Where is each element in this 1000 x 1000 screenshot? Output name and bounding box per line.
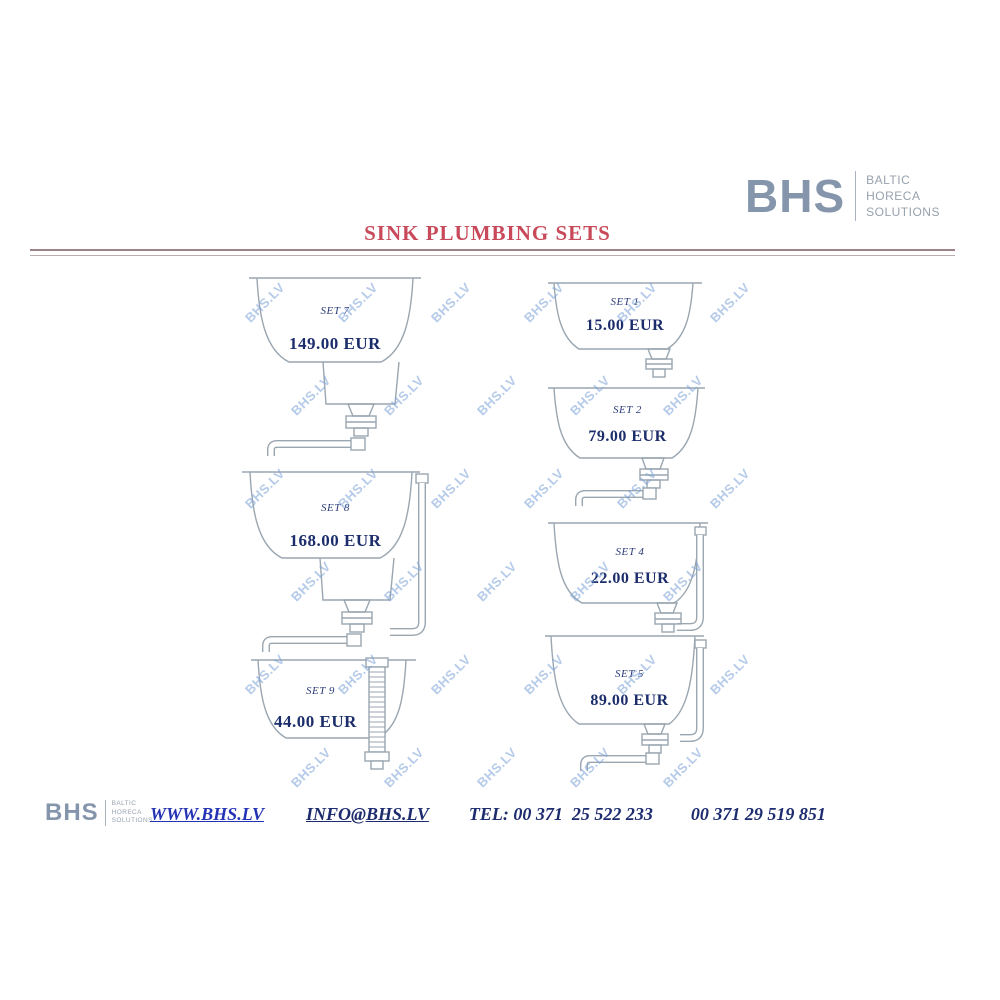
watermark-text: BHS.LV — [427, 279, 474, 326]
phone-number-2: 00 371 29 519 851 — [690, 804, 826, 824]
product-card-set5: SET 5 89.00 EUR — [542, 628, 717, 776]
set-label: SET 9 — [306, 685, 335, 697]
product-card-set1: SET 1 15.00 EUR — [545, 275, 705, 380]
header-logo: BHS BALTIC HORECA SOLUTIONS — [745, 168, 940, 224]
logo-tagline-line: HORECA — [111, 808, 142, 816]
price-label: 168.00 EUR — [289, 531, 382, 550]
watermark-text: BHS.LV — [427, 465, 474, 512]
page-title: SINK PLUMBING SETS — [364, 221, 611, 245]
sink-drawing-set2 — [548, 387, 705, 506]
sink-drawing-set1 — [548, 282, 702, 378]
price-label: 89.00 EUR — [590, 692, 669, 709]
email-link[interactable]: INFO@BHS.LV — [306, 804, 429, 824]
set-label: SET 7 — [320, 305, 350, 317]
logo-tagline-line: HORECA — [866, 188, 921, 203]
set-label: SET 4 — [615, 546, 645, 558]
sink-drawing-set9 — [251, 657, 416, 770]
set-label: SET 1 — [610, 296, 640, 308]
watermark-text: BHS.LV — [473, 744, 520, 791]
footer-logo: BHS BALTIC HORECA SOLUTIONS — [45, 798, 153, 828]
price-label: 15.00 EUR — [585, 317, 665, 334]
logo-tagline-line: BALTIC — [866, 172, 911, 187]
logo-divider — [855, 171, 857, 221]
phone-label: TEL: — [468, 804, 509, 824]
logo-divider — [104, 800, 106, 826]
product-card-set7: SET 7 149.00 EUR — [245, 268, 425, 463]
product-card-set8: SET 8 168.00 EUR — [238, 462, 433, 657]
phone-numbers: TEL: 00 371 25 522 233 00 371 29 519 851 — [469, 804, 826, 825]
price-label: 22.00 EUR — [590, 570, 670, 587]
watermark-text: BHS.LV — [473, 372, 520, 419]
logo-tagline-line: SOLUTIONS — [866, 205, 940, 220]
product-card-set9: SET 9 44.00 EUR — [248, 652, 423, 774]
sink-drawing-set5 — [545, 635, 707, 771]
price-label: 44.00 EUR — [274, 712, 357, 731]
footer-contact-row: WWW.BHS.LV INFO@BHS.LV TEL: 00 371 25 52… — [150, 804, 826, 825]
watermark-text: BHS.LV — [427, 651, 474, 698]
logo-text: BHS — [45, 799, 99, 826]
logo-tagline-line: SOLUTIONS — [111, 817, 153, 825]
price-label: 79.00 EUR — [588, 428, 667, 445]
sink-drawing-set4 — [548, 522, 708, 633]
title-rule-thin — [30, 255, 955, 256]
logo-text: BHS — [745, 170, 846, 222]
watermark-text: BHS.LV — [473, 558, 520, 605]
website-link[interactable]: WWW.BHS.LV — [150, 804, 265, 824]
product-card-set4: SET 4 22.00 EUR — [545, 515, 715, 643]
logo-tagline: BALTIC HORECA SOLUTIONS — [112, 800, 153, 825]
sink-drawing-set8 — [242, 471, 429, 652]
title-rule-thick — [30, 249, 955, 251]
set-label: SET 8 — [321, 502, 350, 514]
phone-number-1: 00 371 25 522 233 — [513, 804, 653, 824]
product-card-set2: SET 2 79.00 EUR — [545, 380, 710, 512]
logo-tagline-line: BALTIC — [111, 800, 137, 808]
logo-tagline: BALTIC HORECA SOLUTIONS — [866, 172, 940, 221]
watermark-text: BHS.LV — [706, 279, 753, 326]
set-label: SET 5 — [615, 668, 644, 680]
set-label: SET 2 — [613, 404, 642, 416]
sink-drawing-set7 — [249, 277, 421, 456]
watermark-text: BHS.LV — [706, 465, 753, 512]
price-label: 149.00 EUR — [289, 334, 381, 353]
